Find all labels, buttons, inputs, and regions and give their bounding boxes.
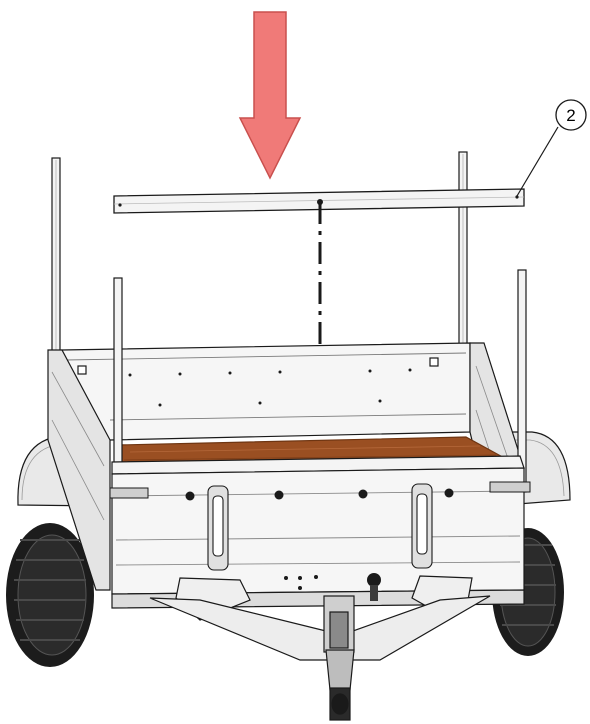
part-callout [516,99,587,197]
trailer-back-wall [61,342,471,441]
callout-circle [555,99,587,131]
hitch-coupling [323,595,355,721]
trailer-left-wall [47,349,111,591]
trailer-front-wall [111,467,525,595]
insertion-arrow [238,11,302,180]
frame-bolts [284,575,318,590]
front-wall-holes [185,488,454,501]
tailgate-latches [207,483,433,571]
jockey-handle [367,573,381,601]
left-wheel [6,523,94,667]
back-wall-bolts [128,368,412,407]
corner-hinges [109,481,531,499]
